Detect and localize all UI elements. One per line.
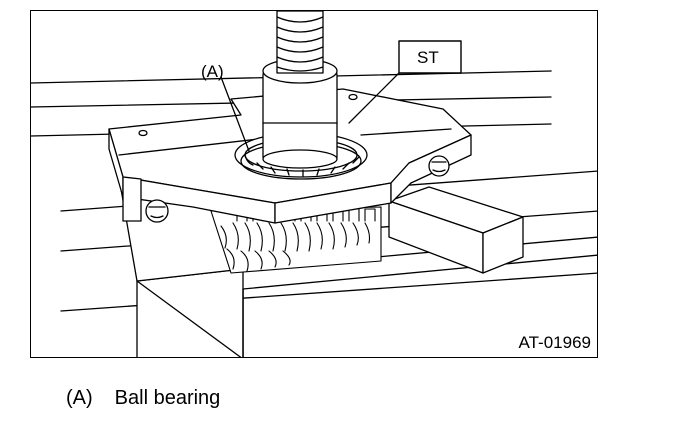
knob-left xyxy=(145,199,169,223)
threaded-screw xyxy=(276,11,324,74)
caption-text: Ball bearing xyxy=(114,387,221,409)
press-shaft xyxy=(262,58,338,169)
st-label-box xyxy=(398,40,462,74)
right-block xyxy=(388,186,524,274)
caption-key: (A) xyxy=(66,387,93,409)
figure-frame: (A) ST AT-01969 xyxy=(30,10,598,358)
knob-right xyxy=(428,155,450,177)
callout-a: (A) xyxy=(201,62,224,81)
press-bearing-illustration: (A) ST xyxy=(31,11,597,357)
figure-caption: (A) Ball bearing xyxy=(66,387,220,410)
figure-reference-code: AT-01969 xyxy=(518,333,591,352)
callout-st: ST xyxy=(417,48,439,67)
leader-lines xyxy=(220,70,402,152)
